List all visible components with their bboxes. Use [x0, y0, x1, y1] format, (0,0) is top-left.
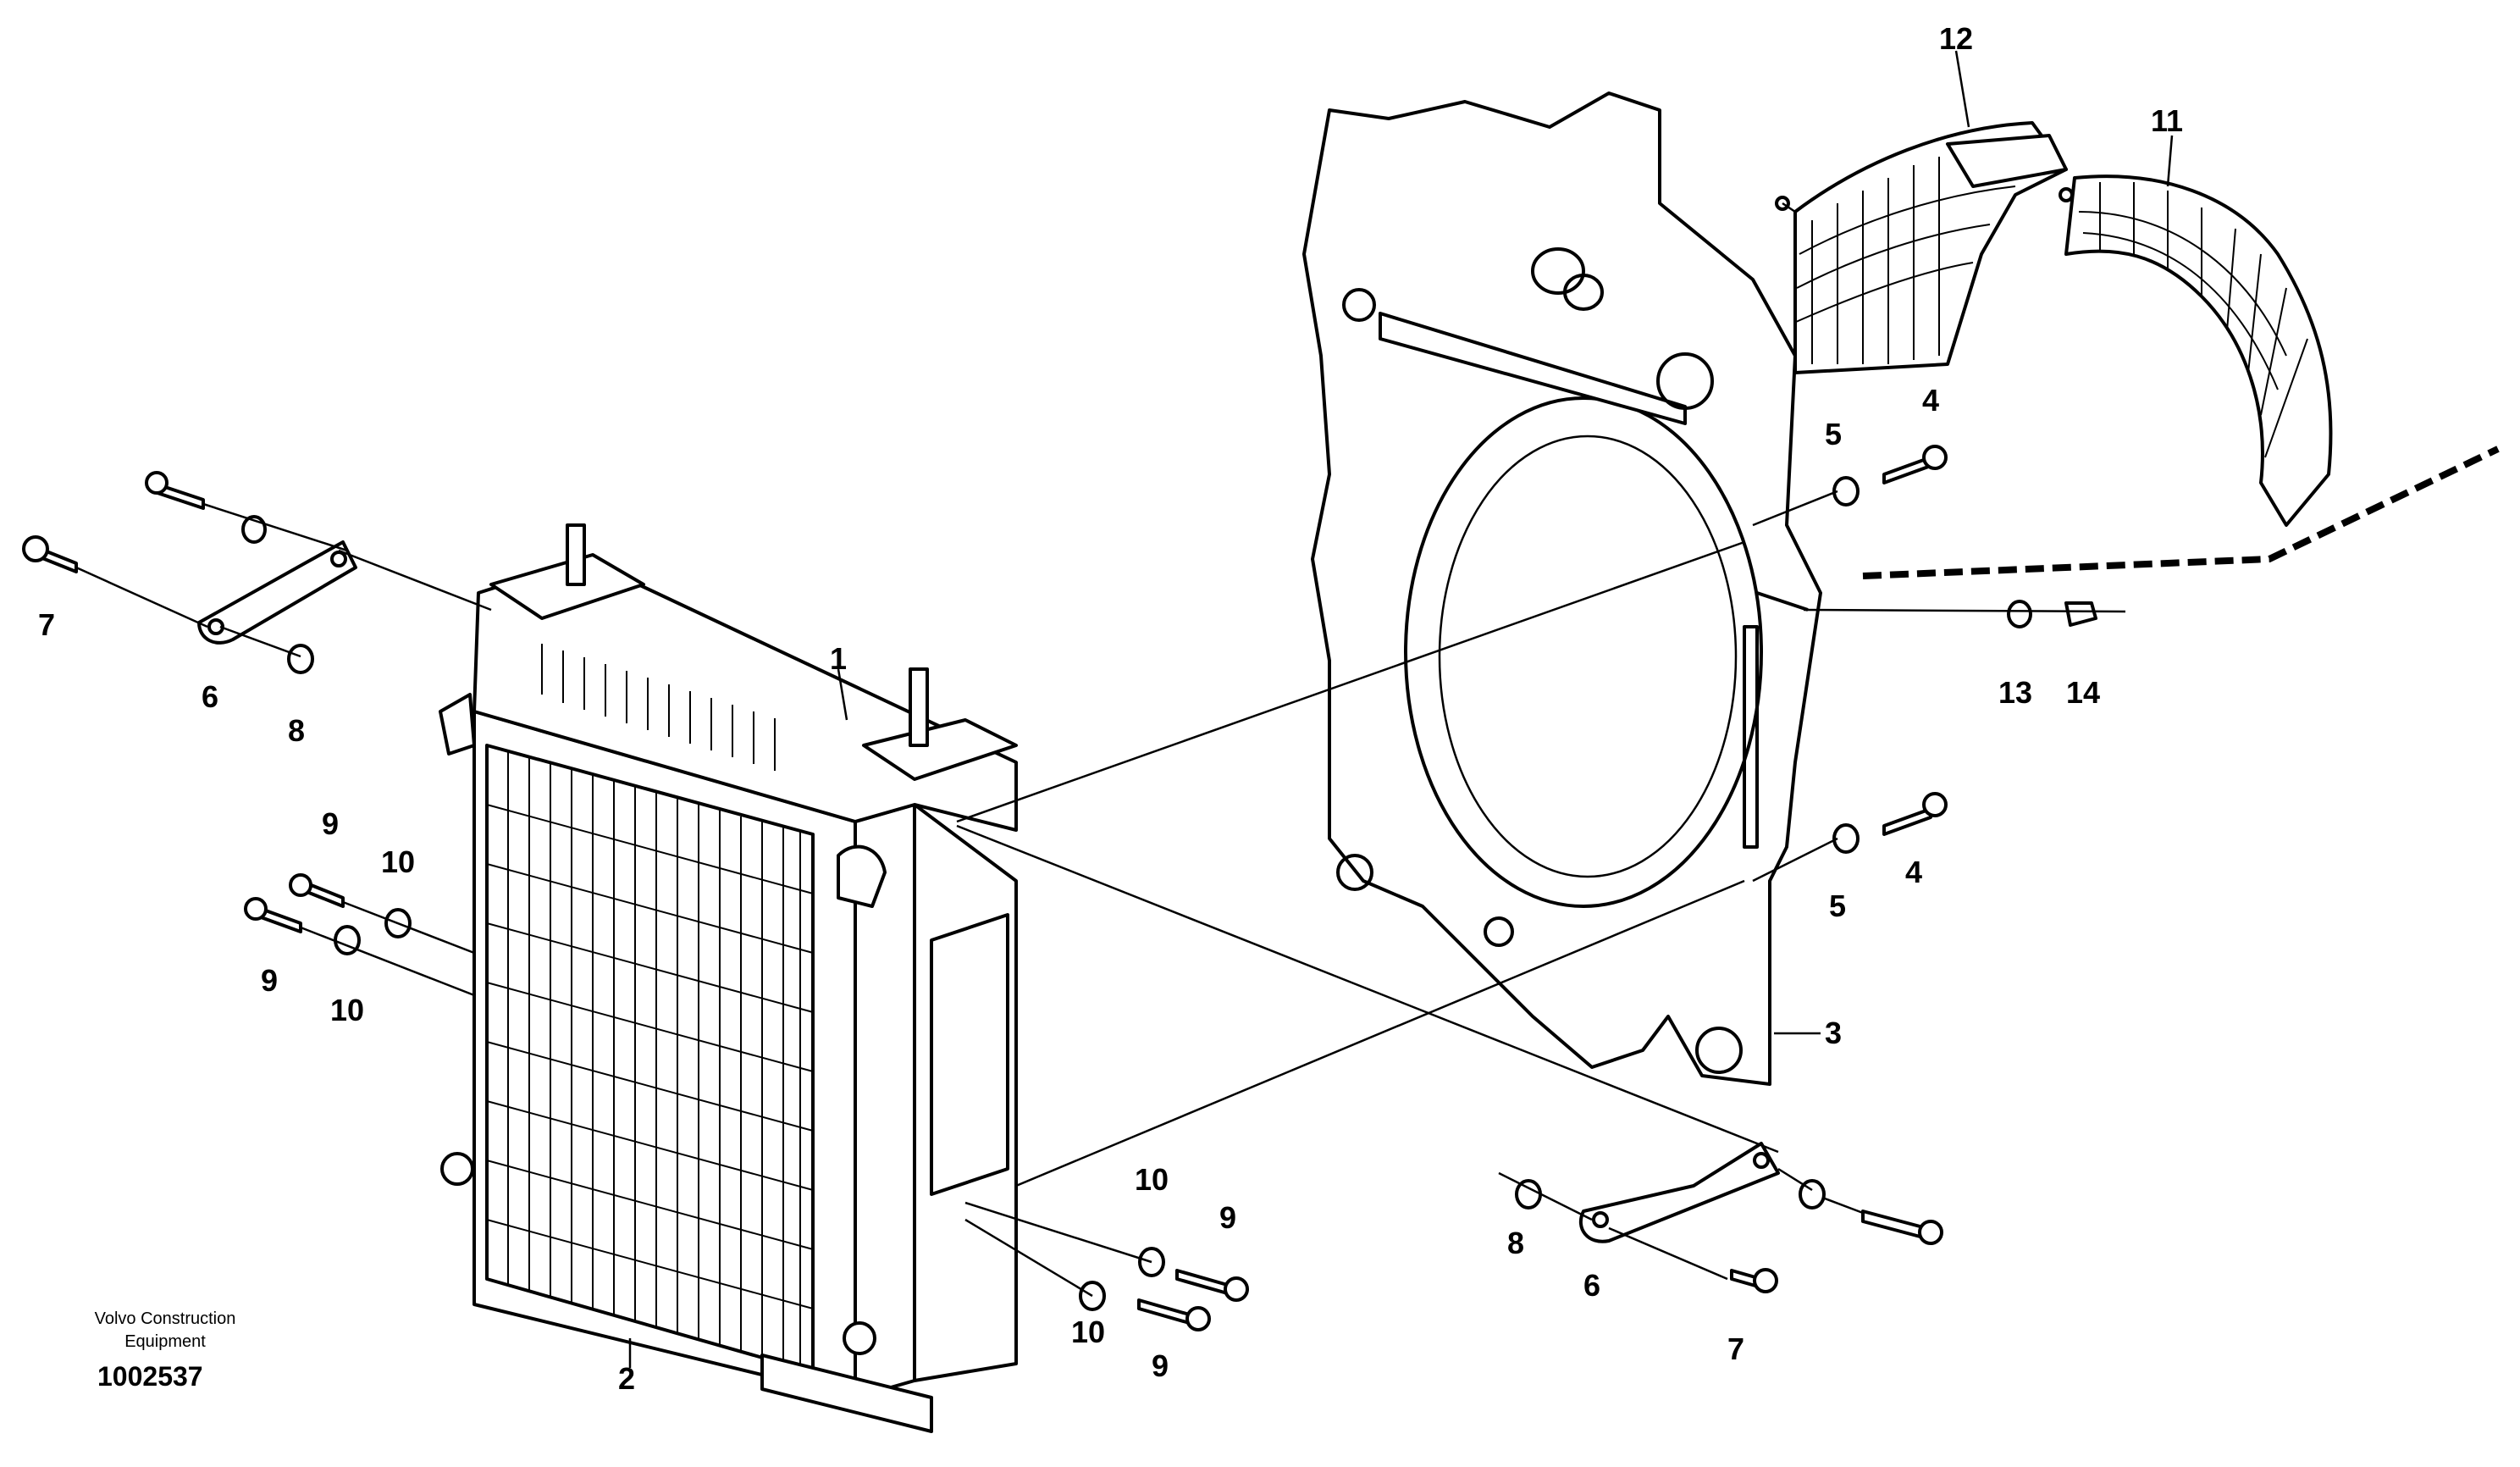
callout-10-b: 10 — [330, 993, 364, 1027]
caption-line-1: Volvo Construction — [95, 1309, 236, 1328]
callout-10-d: 10 — [1071, 1315, 1105, 1349]
bracket-lower-right — [1578, 1142, 1780, 1243]
fan-shroud — [1302, 91, 1822, 1086]
callout-10-a: 10 — [381, 844, 415, 879]
callout-6-left: 6 — [202, 679, 218, 714]
callout-9-b: 9 — [261, 963, 278, 998]
top-tank-fins — [541, 644, 776, 771]
document-number: 1002537 — [97, 1361, 203, 1392]
callout-5-lower: 5 — [1829, 889, 1846, 923]
callout-2: 2 — [618, 1361, 635, 1396]
callout-9-d: 9 — [1152, 1348, 1169, 1383]
callout-8-right: 8 — [1507, 1226, 1524, 1260]
callout-14: 14 — [2066, 675, 2100, 710]
fan-guard-upper — [1775, 121, 2068, 374]
callout-6-right: 6 — [1583, 1268, 1600, 1303]
caption-line-2: Equipment — [124, 1332, 206, 1351]
fan-guard-lower — [2059, 174, 2333, 527]
callout-10-c: 10 — [1135, 1162, 1169, 1197]
callout-4-lower: 4 — [1905, 855, 1922, 889]
radiator — [439, 523, 1018, 1433]
callout-3: 3 — [1825, 1016, 1842, 1050]
leader-lines — [628, 50, 2174, 1368]
radiator-core-fins — [486, 752, 814, 1367]
callout-11: 11 — [2151, 103, 2183, 138]
caption: Volvo Construction Equipment 1002537 — [95, 1309, 236, 1392]
callout-13: 13 — [1998, 675, 2032, 710]
callout-9-a: 9 — [322, 806, 339, 841]
fasteners — [22, 445, 2097, 1331]
callout-8-left: 8 — [288, 713, 305, 748]
callout-5-upper: 5 — [1825, 417, 1842, 451]
callout-4-upper: 4 — [1922, 383, 1939, 418]
callout-7-left: 7 — [38, 607, 55, 642]
callout-9-c: 9 — [1219, 1200, 1236, 1235]
callout-7-right: 7 — [1727, 1331, 1744, 1366]
callout-1: 1 — [830, 641, 847, 676]
callouts: 1 2 3 4 4 5 5 6 6 7 7 8 8 9 9 9 9 10 10 … — [38, 21, 2183, 1396]
assembly-lines — [75, 446, 2500, 1298]
callout-12: 12 — [1939, 21, 1973, 56]
